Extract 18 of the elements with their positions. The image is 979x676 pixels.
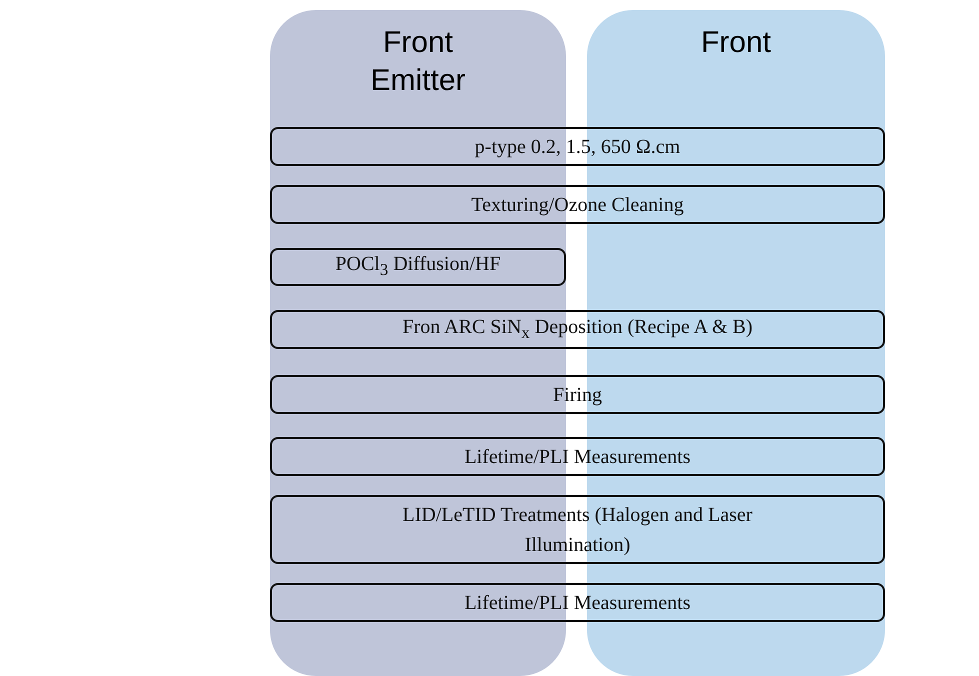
lane-heading: Front Emitter xyxy=(369,25,466,99)
process-box xyxy=(270,185,885,224)
step-label: Texturing/Ozone Cleaning xyxy=(471,192,684,218)
step-label: Firing xyxy=(553,382,602,408)
step-label: POCl$_{3}$ Diffusion/HF xyxy=(335,252,501,281)
process-box xyxy=(270,495,885,564)
process-box xyxy=(270,248,566,286)
step-label: Lifetime/PLI Measurements xyxy=(464,590,691,616)
step-label: Fron ARC SiN$_{x}$ Deposition (Recipe A & B) xyxy=(402,314,753,344)
step-label: Lifetime/PLI Measurements xyxy=(464,444,691,470)
step-label: p-type 0.2, 1.5, 650 Ω.cm xyxy=(474,134,680,160)
step-label: LID/LeTID Treatments (Halogen and Laser Illumination) xyxy=(402,502,754,558)
process-box xyxy=(270,437,885,476)
process-box xyxy=(270,583,885,622)
process-box xyxy=(270,127,885,166)
lane-heading: Front xyxy=(700,25,772,61)
process-box xyxy=(270,310,885,349)
process-box xyxy=(270,375,885,414)
